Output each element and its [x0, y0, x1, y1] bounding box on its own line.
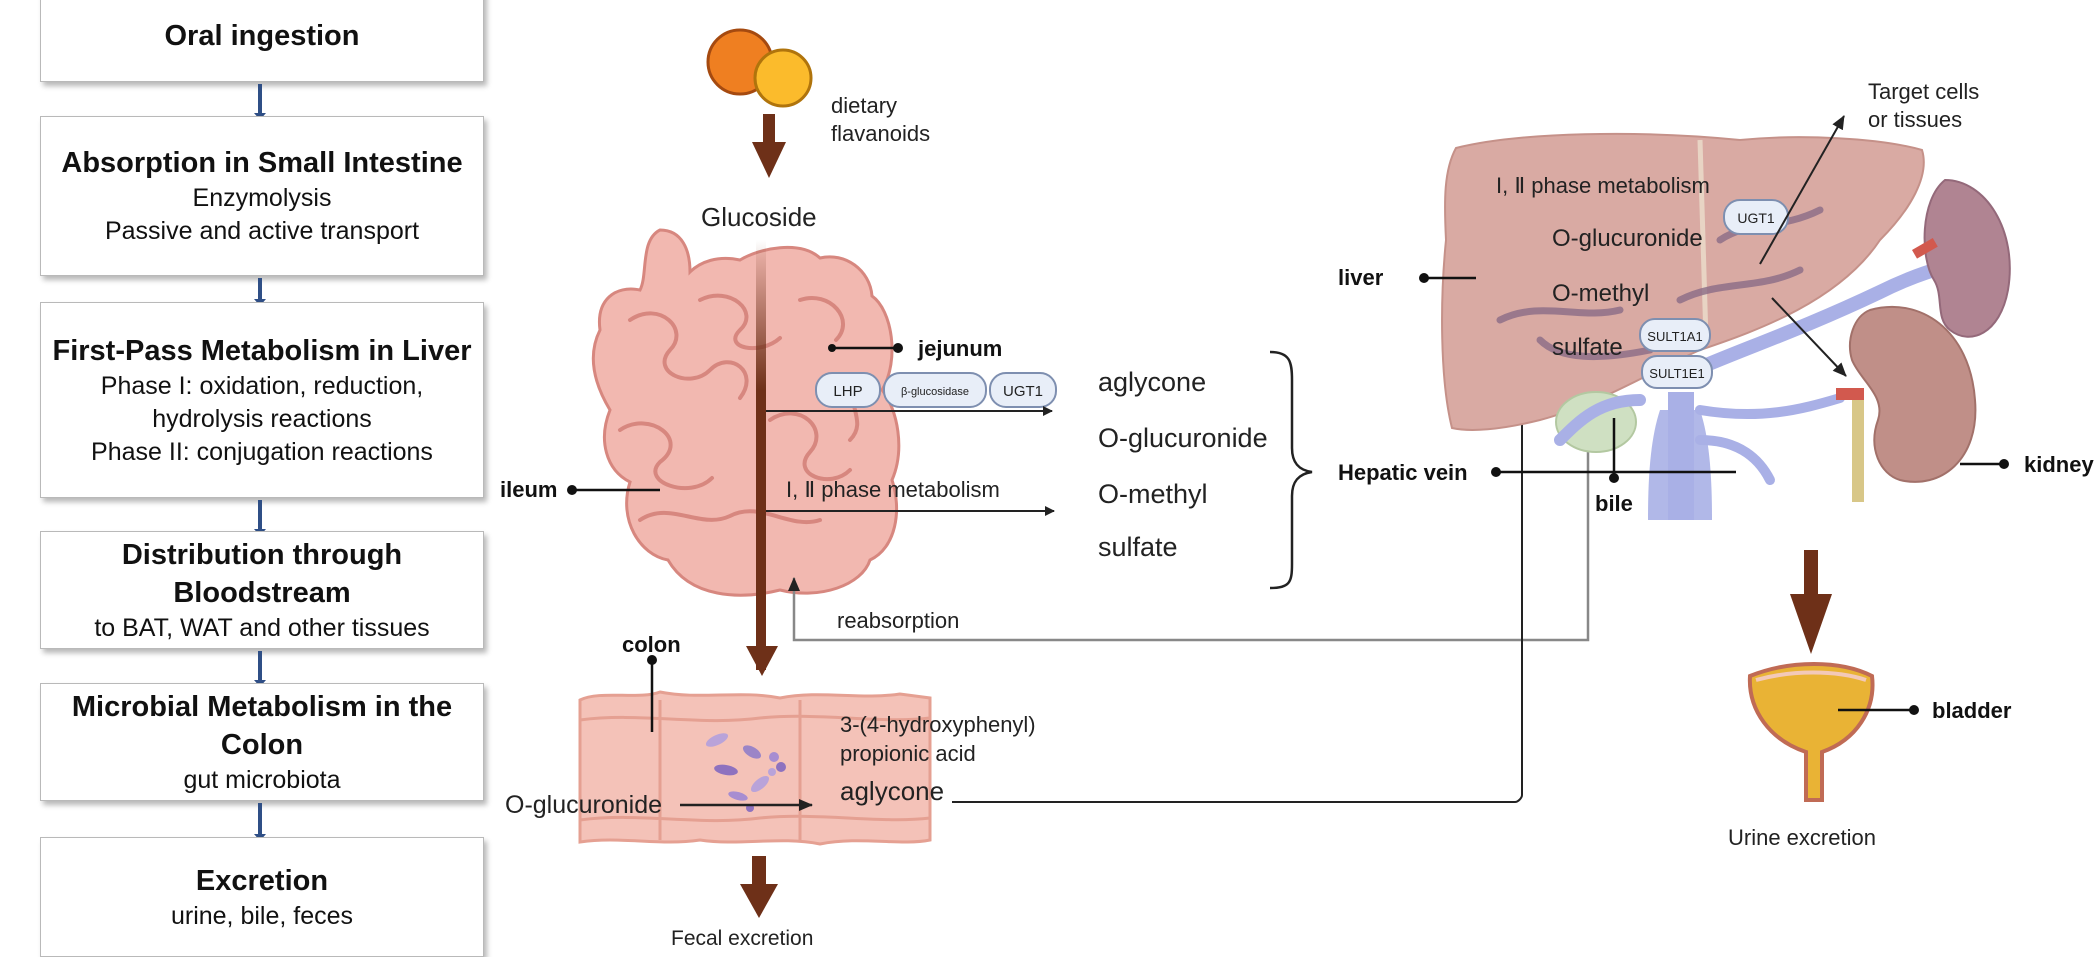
step-absorption: Absorption in Small Intestine Enzymolysi…: [40, 116, 484, 276]
step-title: Oral ingestion: [164, 20, 360, 52]
colon-o-glucuronide: O-glucuronide: [505, 791, 662, 819]
liver-phase-label: I, Ⅱ phase metabolism: [1496, 173, 1710, 198]
colon-illustration: [578, 690, 932, 846]
glucoside-label: Glucoside: [701, 202, 817, 232]
reabsorption-arrow: [788, 452, 1590, 642]
metabolite-o-methyl: O-methyl: [1098, 479, 1208, 509]
step-desc: Phase I: oxidation, reduction,: [100, 371, 424, 400]
kidney-arrow: [1771, 297, 1847, 377]
bladder-label: bladder: [1932, 698, 2012, 723]
step-desc: Phase II: conjugation reactions: [91, 437, 433, 466]
kidney-illustration: [1836, 178, 2011, 502]
step-oral-ingestion: Oral ingestion: [40, 0, 484, 82]
bile-label: bile: [1595, 491, 1633, 516]
target-line2: or tissues: [1868, 107, 1962, 132]
metabolite-brace: [1269, 350, 1313, 590]
svg-text:UGT1: UGT1: [1737, 210, 1775, 226]
enzyme-sult1e1: SULT1E1: [1641, 355, 1713, 389]
target-arrow: [1759, 115, 1845, 265]
jejunum-label: jejunum: [917, 336, 1002, 361]
step-desc: hydrolysis reactions: [152, 404, 372, 433]
acid-line2: propionic acid: [840, 741, 976, 766]
small-intestine-illustration: [591, 228, 901, 597]
step-desc: to BAT, WAT and other tissues: [94, 613, 430, 642]
step-distribution: Distribution through Bloodstream to BAT,…: [40, 531, 484, 649]
step-microbial: Microbial Metabolism in the Colon gut mi…: [40, 683, 484, 801]
reabsorption-label: reabsorption: [837, 608, 959, 633]
liver-o-glucuronide: O-glucuronide: [1552, 225, 1703, 252]
step-desc: urine, bile, feces: [170, 901, 354, 930]
enzyme-lhp: LHP: [815, 372, 881, 408]
step-desc: Enzymolysis: [192, 184, 332, 212]
fecal-excretion-label: Fecal excretion: [671, 927, 813, 947]
step-excretion: Excretion urine, bile, feces: [40, 837, 484, 957]
enzome-beta-glucosidase: β-glucosidase: [883, 372, 987, 408]
urine-excretion-label: Urine excretion: [1728, 825, 1876, 850]
enzyme-ugt1-liver: UGT1: [1723, 199, 1789, 235]
step-title: Microbial Metabolism in the Colon: [71, 690, 453, 761]
liver-illustration: [1441, 132, 1925, 453]
step-desc: Passive and active transport: [104, 217, 420, 245]
dietary-label: dietary: [831, 93, 897, 118]
step-desc: gut microbiota: [183, 765, 341, 794]
metabolite-sulfate: sulfate: [1098, 532, 1178, 562]
svg-text:β-glucosidase: β-glucosidase: [901, 386, 969, 398]
metabolite-o-glucuronide: O-glucuronide: [1098, 423, 1268, 453]
step-title: Excretion: [195, 864, 329, 897]
enzyme-sult1a1: SULT1A1: [1639, 318, 1711, 352]
step-title: First-Pass Metabolism in Liver: [52, 334, 472, 367]
flavanoid-icon: [706, 28, 813, 108]
enzyme-ugt1: UGT1: [989, 372, 1057, 408]
step-title: Absorption in Small Intestine: [61, 147, 463, 179]
step-first-pass: First-Pass Metabolism in Liver Phase I: …: [40, 302, 484, 498]
bladder-illustration: [1747, 662, 1875, 802]
intestine-phase-label: I, Ⅱ phase metabolism: [786, 477, 1000, 502]
svg-text:SULT1A1: SULT1A1: [1647, 329, 1702, 344]
fecal-arrow-icon: [740, 856, 778, 918]
urine-arrow-icon: [1790, 550, 1832, 654]
colon-aglycone: aglycone: [840, 776, 944, 806]
svg-text:SULT1E1: SULT1E1: [1649, 366, 1704, 381]
transit-stem: [756, 240, 766, 670]
colon-to-liver-arrow: [952, 235, 1528, 803]
brown-arrow-icon: [752, 114, 786, 178]
svg-text:LHP: LHP: [833, 383, 862, 400]
liver-o-methyl: O-methyl: [1552, 280, 1649, 307]
acid-line1: 3-(4-hydroxyphenyl): [840, 712, 1036, 737]
colon-label: colon: [622, 632, 681, 657]
gut-microbiota-icon: [705, 733, 786, 812]
kidney-label: kidney: [2024, 452, 2094, 477]
step-title: Distribution through Bloodstream: [121, 538, 403, 609]
metabolite-aglycone: aglycone: [1098, 367, 1206, 397]
transit-arrowhead: [746, 646, 778, 676]
ileum-label: ileum: [500, 477, 557, 502]
liver-sulfate: sulfate: [1552, 334, 1623, 361]
liver-label: liver: [1338, 265, 1384, 290]
flavanoids-label: flavanoids: [831, 121, 930, 146]
target-line1: Target cells: [1868, 79, 1979, 104]
svg-text:UGT1: UGT1: [1003, 383, 1043, 400]
hepatic-vein-label: Hepatic vein: [1338, 460, 1468, 485]
